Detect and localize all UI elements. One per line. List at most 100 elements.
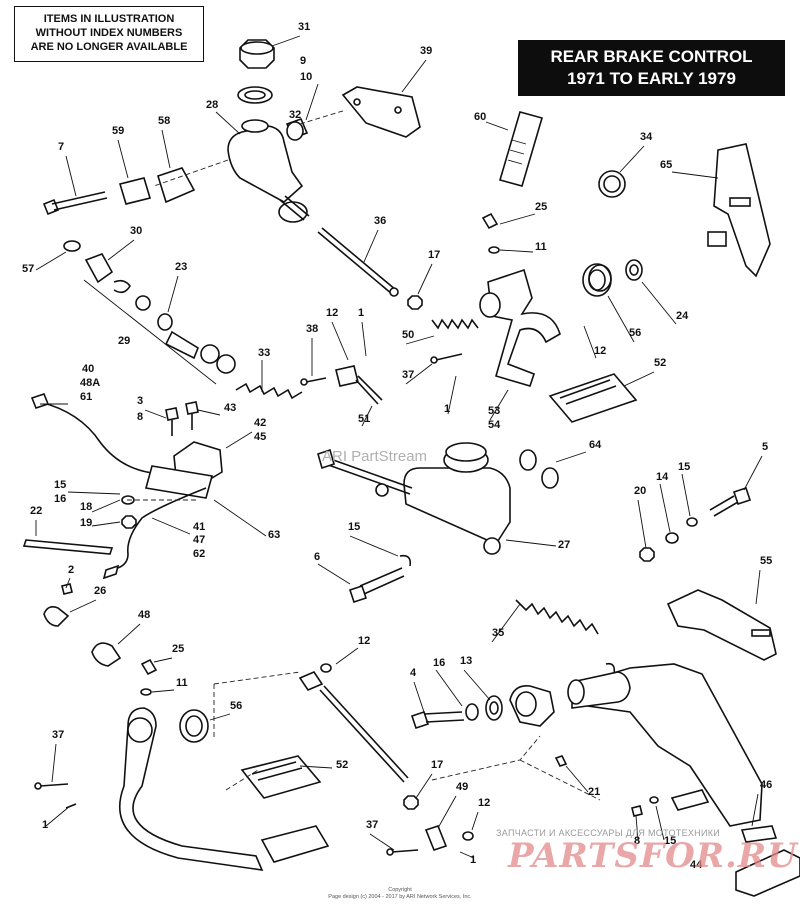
leader-line — [485, 121, 509, 131]
footer-line-2: Page design (c) 2004 - 2017 by ARI Netwo… — [328, 894, 472, 900]
callout-5: 5 — [762, 441, 768, 453]
leader-line — [637, 499, 647, 549]
leader-line — [751, 793, 759, 827]
note-line-1: ITEMS IN ILLUSTRATION — [43, 13, 175, 25]
part-pedal-pad-lower — [260, 825, 330, 863]
callout-49: 49 — [456, 781, 468, 793]
leader-line — [35, 251, 67, 271]
copyright-footer: Copyright Page design (c) 2004 - 2017 by… — [300, 887, 500, 901]
leader-line — [361, 405, 373, 427]
part-60-decal — [499, 111, 543, 187]
callout-34: 34 — [640, 131, 653, 143]
callout-37: 37 — [52, 729, 64, 741]
leader-line — [405, 363, 433, 385]
leader-line — [583, 325, 597, 359]
part-25-fitting — [481, 212, 499, 230]
leader-line — [401, 59, 427, 93]
part-23-piston — [164, 330, 199, 360]
callout-39: 39 — [420, 45, 432, 57]
part-34-ring — [598, 170, 626, 198]
part-17-nut-lower — [403, 795, 419, 810]
part-24-washer — [625, 259, 643, 281]
leader-line — [91, 499, 121, 513]
callout-45: 45 — [254, 431, 266, 443]
callout-32: 32 — [289, 109, 301, 121]
leader-line — [491, 603, 521, 643]
callout-26: 26 — [94, 585, 106, 597]
leader-line — [299, 765, 333, 769]
part-65-bracket — [713, 143, 771, 278]
part-52-pad-lower — [240, 755, 322, 799]
callout-18: 18 — [80, 501, 92, 513]
callout-23: 23 — [175, 261, 187, 273]
part-37-pin-lower — [39, 783, 69, 787]
callout-11: 11 — [535, 241, 547, 253]
callout-27: 27 — [558, 539, 570, 551]
callout-12: 12 — [358, 635, 370, 647]
callout-53: 53 — [488, 405, 500, 417]
callout-12: 12 — [478, 797, 490, 809]
leader-line — [153, 657, 173, 663]
callout-28: 28 — [206, 99, 218, 111]
leader-lines — [35, 35, 763, 859]
callout-52: 52 — [336, 759, 348, 771]
part-37-pin-bottom — [391, 849, 419, 853]
part-37-pin — [435, 353, 463, 361]
part-5-bolt — [732, 486, 752, 506]
callout-55: 55 — [760, 555, 772, 567]
diagram-title: REAR BRAKE CONTROL 1971 TO EARLY 1979 — [518, 40, 785, 96]
part-25-fitting-lower — [140, 658, 158, 676]
part-14-washer — [665, 532, 679, 544]
callout-8: 8 — [137, 411, 143, 423]
callout-38: 38 — [306, 323, 318, 335]
leader-line — [107, 239, 135, 261]
callout-6: 6 — [314, 551, 320, 563]
leader-line — [209, 713, 231, 721]
part-7-bolt — [42, 198, 60, 216]
callout-8: 8 — [634, 835, 640, 847]
part-43-bolt — [185, 401, 199, 415]
footer-line-1: Copyright — [388, 887, 412, 893]
callout-21: 21 — [588, 786, 600, 798]
part-46-bushing — [740, 825, 778, 843]
leader-line — [363, 229, 379, 263]
part-3-bolt — [165, 407, 179, 421]
callout-22: 22 — [30, 505, 42, 517]
leader-line — [65, 577, 71, 589]
part-main-bracket — [569, 663, 763, 827]
part-15-washer — [686, 517, 698, 527]
part-9-ring-inner — [244, 90, 266, 100]
part-57-washer — [63, 240, 81, 252]
callout-16: 16 — [54, 493, 66, 505]
part-28-master-cylinder — [227, 125, 304, 203]
callout-2: 2 — [68, 564, 74, 576]
callout-52: 52 — [654, 357, 666, 369]
leader-line — [91, 521, 121, 527]
watermark-logo: PARTSFOR.RU — [508, 836, 798, 876]
part-58-pad — [157, 167, 196, 204]
leader-line — [117, 623, 141, 645]
callout-60: 60 — [474, 111, 486, 123]
callout-29: 29 — [118, 335, 130, 347]
callout-30: 30 — [130, 225, 142, 237]
callout-65: 65 — [660, 159, 672, 171]
title-line-1: REAR BRAKE CONTROL — [550, 47, 753, 66]
title-line-2: 1971 TO EARLY 1979 — [567, 69, 736, 88]
callout-61: 61 — [80, 391, 92, 403]
part-12-washer-lower — [462, 831, 474, 841]
leader-line — [623, 371, 655, 387]
part-12-washer-mid — [320, 663, 332, 673]
leader-line — [213, 499, 267, 537]
callout-33: 33 — [258, 347, 270, 359]
part-6-bolt — [348, 584, 368, 604]
callout-51: 51 — [358, 413, 370, 425]
leader-29 — [83, 279, 217, 385]
leader-line — [499, 249, 534, 253]
watermark-ari: ARI PartStream — [322, 448, 428, 465]
part-48-clamp — [91, 642, 122, 667]
part-38-pin — [305, 377, 327, 383]
leader-line — [225, 431, 253, 449]
callout-15: 15 — [664, 835, 676, 847]
part-8-bolt-lower — [631, 805, 643, 817]
watermark-tagline: ЗАПЧАСТИ И АКСЕССУАРЫ ДЛЯ МОТОТЕХНИКИ — [496, 828, 721, 838]
